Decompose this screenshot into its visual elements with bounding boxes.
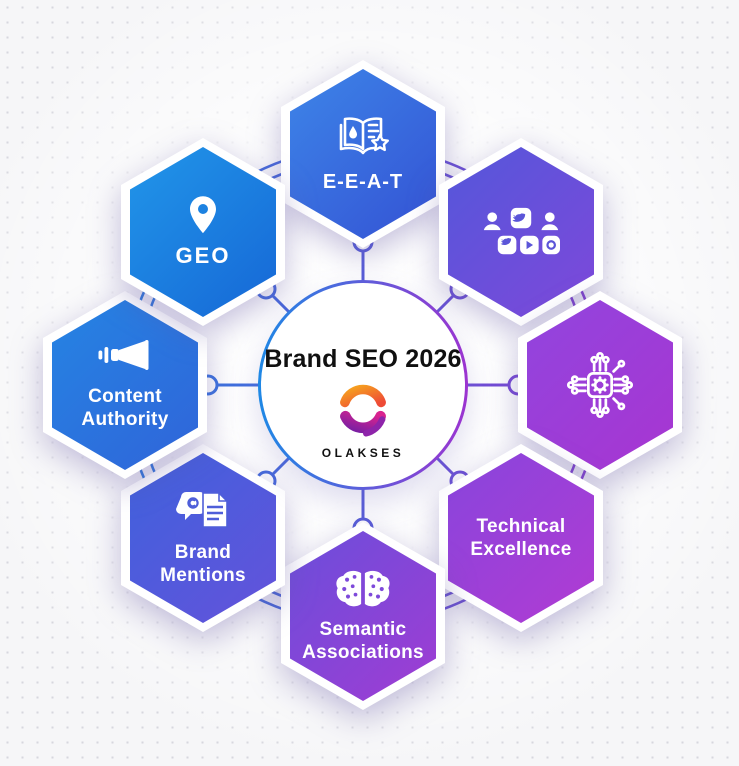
brain-icon [336,570,390,607]
brand-name: OLAKSES [321,446,405,460]
hex-semantic-associations: Semantic Associations [281,522,445,710]
megaphone-icon [98,339,149,370]
hex-border: Content Authority [43,291,207,479]
hex-eeat: E-E-A-T [281,60,445,248]
hex-geo: GEO [121,138,285,326]
diagram-title: Brand SEO 2026 [264,345,462,373]
hex-border: E-E-A-T [281,60,445,248]
hex-content-authority: Content Authority [43,291,207,479]
hex-label-content-authority: Content Authority [81,385,169,430]
hex-social-signals [439,138,603,326]
spokes [218,252,508,518]
hex-label-semantic-associations: Semantic Associations [302,618,424,663]
hex-label-brand-mentions: Brand Mentions [160,541,246,586]
hex-technical-excellence: Technical Excellence [439,444,603,632]
hex-border: Technical Excellence [439,444,603,632]
hex-border: GEO [121,138,285,326]
center-circle: Brand SEO 2026 OLAKSES [258,280,468,490]
chip-circuit-icon [566,351,634,419]
hex-ai-chip [518,291,682,479]
hex-border: Semantic Associations [281,522,445,710]
location-pin-icon [190,195,216,233]
hex-label-eeat: E-E-A-T [322,170,404,193]
hex-brand-mentions: Brand Mentions [121,444,285,632]
social-media-icon [483,207,560,255]
hex-border [518,291,682,479]
hex-border [439,138,603,326]
hex-label-technical-excellence: Technical Excellence [470,515,572,560]
hex-label-geo: GEO [175,242,231,268]
open-book-star-icon [339,117,389,155]
hex-border: Brand Mentions [121,444,285,632]
speech-bubble-document-icon [176,491,228,528]
olakses-logo-icon [340,384,386,437]
